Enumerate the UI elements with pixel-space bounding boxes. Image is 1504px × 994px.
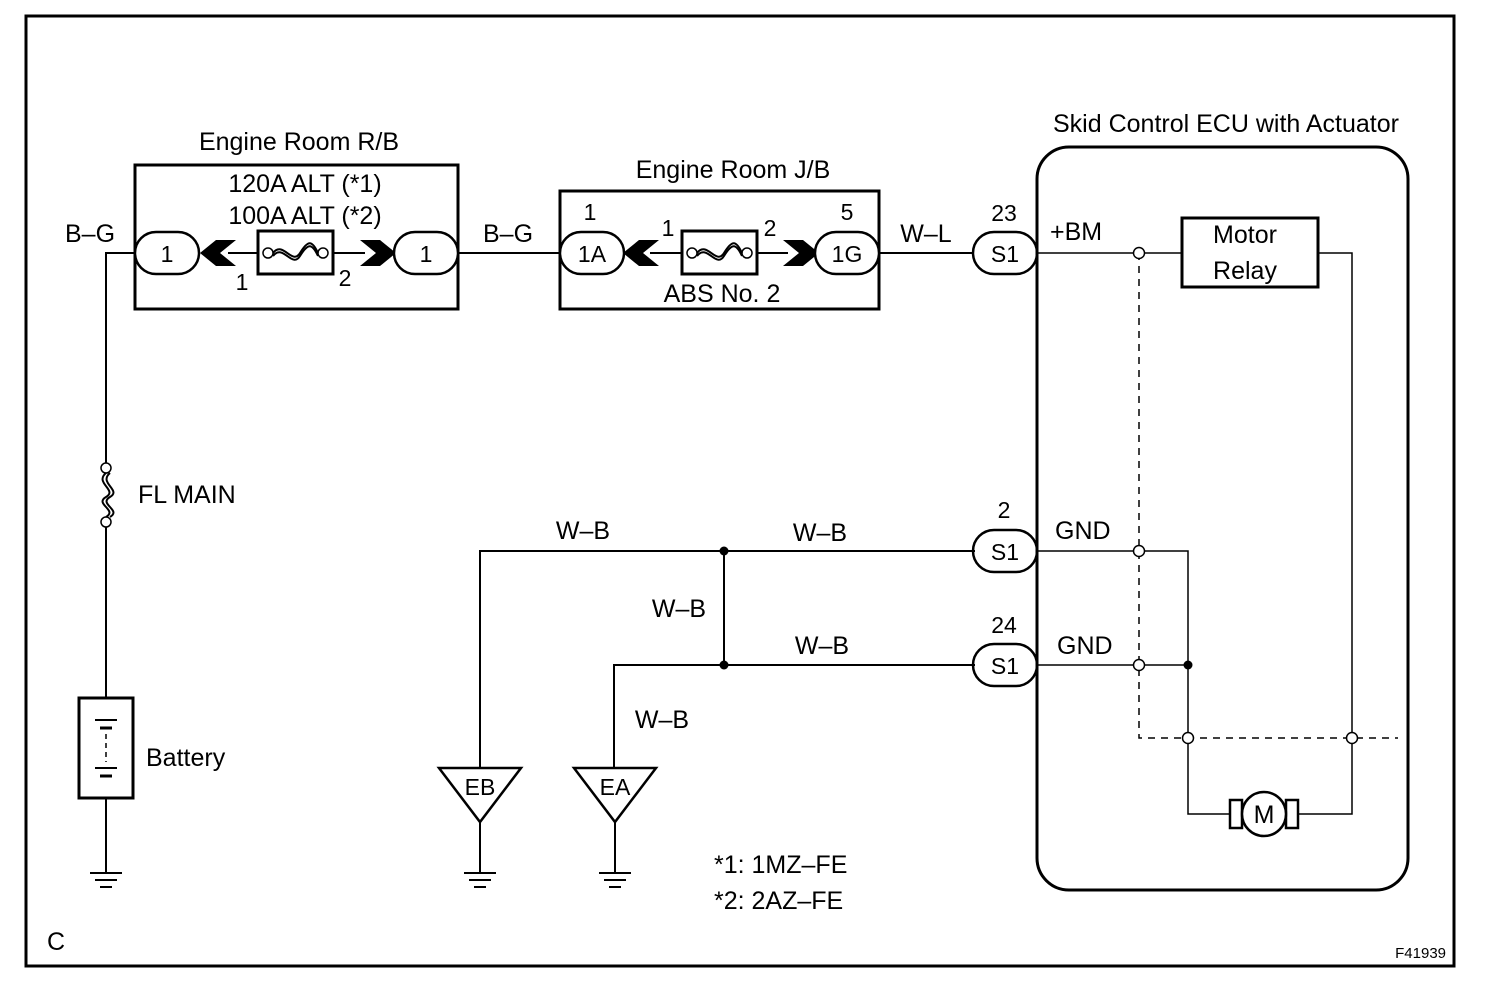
diagram-frame: [24, 14, 1456, 968]
motor-icon: M: [1228, 790, 1300, 838]
battery-ground-icon: [90, 798, 122, 888]
ecu-connector-s1-gnd1: S1: [971, 528, 1039, 574]
wire-wb-top: [479, 550, 975, 768]
rb-terminal-right-number: 2: [339, 265, 352, 291]
signal-label-gnd2: GND: [1057, 632, 1113, 660]
wb-junction-bottom: [719, 660, 729, 670]
rb-terminal-left-number: 1: [236, 269, 249, 295]
wire-label-bg-left: B–G: [65, 220, 115, 248]
wire-label-bg-mid: B–G: [483, 220, 533, 248]
jb-connector-left: 1A: [558, 230, 626, 276]
abs-no2-fuse-icon: [680, 229, 759, 276]
wb-junction-top: [719, 546, 729, 556]
ground-point-ea: EA: [571, 766, 659, 888]
corner-label: C: [47, 928, 65, 956]
ecu-connector-s1-bm: S1: [971, 230, 1039, 276]
fl-main-label: FL MAIN: [138, 481, 236, 509]
figure-id: F41939: [1395, 945, 1446, 962]
svg-text:1: 1: [420, 241, 433, 267]
alt-fuse-icon: [256, 229, 335, 276]
svg-text:EB: EB: [465, 774, 496, 800]
rb-terminal-left-icon: [200, 240, 236, 266]
wire-wb-bottom: [613, 664, 975, 768]
ecu-pin-2: 2: [998, 497, 1011, 523]
engine-room-rb-box: [133, 163, 460, 311]
svg-text:S1: S1: [991, 653, 1019, 679]
ecu-title: Skid Control ECU with Actuator: [1053, 110, 1399, 138]
fl-main-fusible-link-icon: [100, 462, 115, 528]
jb-terminal-right-number: 2: [764, 215, 777, 241]
motor-relay: Motor Relay: [1180, 216, 1320, 289]
ecu-pin-24: 24: [991, 612, 1017, 638]
svg-text:1A: 1A: [578, 241, 607, 267]
ground-point-eb: EB: [436, 766, 524, 888]
shield-dashed-line: [1138, 253, 1398, 739]
svg-text:EA: EA: [600, 774, 631, 800]
wire-label-wb-bottom-right: W–B: [795, 632, 849, 660]
engine-room-rb-title: Engine Room R/B: [199, 128, 399, 156]
ecu-pin-23: 23: [991, 200, 1017, 226]
wire-label-wb-vertical: W–B: [652, 595, 706, 623]
alt-fuse-label-2: 100A ALT (*2): [228, 202, 381, 230]
svg-text:Motor: Motor: [1213, 221, 1277, 249]
wire-bg-left: [105, 252, 135, 463]
wire-label-wl: W–L: [900, 220, 952, 248]
wire-label-wb-ea: W–B: [635, 706, 689, 734]
rb-connector-left: 1: [133, 230, 201, 276]
svg-text:Relay: Relay: [1213, 257, 1277, 285]
wire-label-wb-top-left: W–B: [556, 517, 610, 545]
wire-label-wb-top-right: W–B: [793, 519, 847, 547]
gnd-junction: [1183, 660, 1193, 670]
ecu-connector-s1-gnd2: S1: [971, 642, 1039, 688]
alt-fuse-label-1: 120A ALT (*1): [228, 170, 381, 198]
rb-terminal-right-icon: [360, 240, 396, 266]
signal-label-bm: +BM: [1050, 218, 1102, 246]
note-1: *1: 1MZ–FE: [714, 851, 847, 879]
svg-text:S1: S1: [991, 539, 1019, 565]
note-2: *2: 2AZ–FE: [714, 887, 843, 915]
jb-connector-right: 1G: [813, 230, 881, 276]
svg-text:1G: 1G: [832, 241, 863, 267]
signal-label-gnd1: GND: [1055, 517, 1111, 545]
svg-text:S1: S1: [991, 241, 1019, 267]
abs-no2-fuse-label: ABS No. 2: [664, 280, 781, 308]
rb-connector-right: 1: [392, 230, 460, 276]
battery-icon: [77, 696, 135, 800]
jb-terminal-left-icon: [623, 240, 659, 266]
jb-pin-right: 5: [841, 199, 854, 225]
jb-terminal-right-icon: [783, 240, 819, 266]
ecu-box: [1035, 145, 1410, 892]
svg-text:1: 1: [161, 241, 174, 267]
svg-text:M: M: [1254, 801, 1275, 829]
jb-pin-left: 1: [584, 199, 597, 225]
jb-terminal-left-number: 1: [662, 215, 675, 241]
battery-label: Battery: [146, 744, 226, 772]
engine-room-jb-title: Engine Room J/B: [636, 156, 831, 184]
